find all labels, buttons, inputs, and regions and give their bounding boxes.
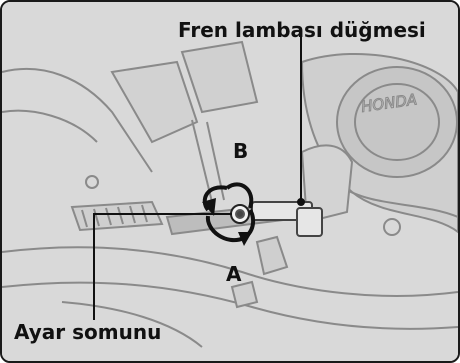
footrest	[72, 202, 162, 230]
brake-switch-leader-dot	[298, 199, 304, 205]
direction-a-label: A	[226, 264, 241, 284]
direction-b-label: B	[233, 141, 248, 161]
brake-light-switch-label: Fren lambası düğmesi	[178, 20, 426, 40]
adjusting-nut-label: Ayar somunu	[14, 322, 161, 342]
